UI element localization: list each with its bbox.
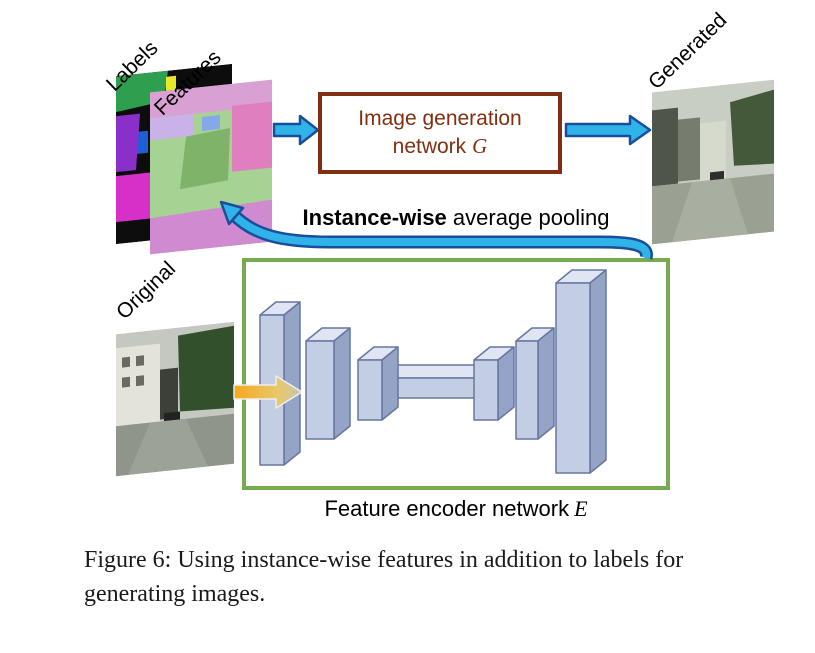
generator-to-generated-arrow-icon xyxy=(564,114,652,146)
generated-image xyxy=(652,79,774,245)
generator-symbol: G xyxy=(472,133,488,158)
original-image-label: Original xyxy=(112,257,181,324)
encoder-symbol: E xyxy=(574,496,588,521)
pooling-label-emphasis: Instance-wise xyxy=(302,205,447,230)
encoder-caption-label: Feature encoder network xyxy=(324,496,570,521)
generated-image-label: Generated xyxy=(644,8,732,94)
pooling-label-rest: average pooling xyxy=(446,205,610,230)
pooling-label: Instance-wise average pooling xyxy=(256,205,656,231)
features-to-generator-arrow-icon xyxy=(272,114,320,146)
original-image xyxy=(116,321,234,477)
original-image-canvas xyxy=(116,321,234,477)
generator-box-label: Image generation network xyxy=(358,107,522,158)
generated-image-canvas xyxy=(652,79,774,245)
encoder-box xyxy=(242,258,670,490)
figure-caption: Figure 6: Using instance-wise features i… xyxy=(84,547,684,607)
